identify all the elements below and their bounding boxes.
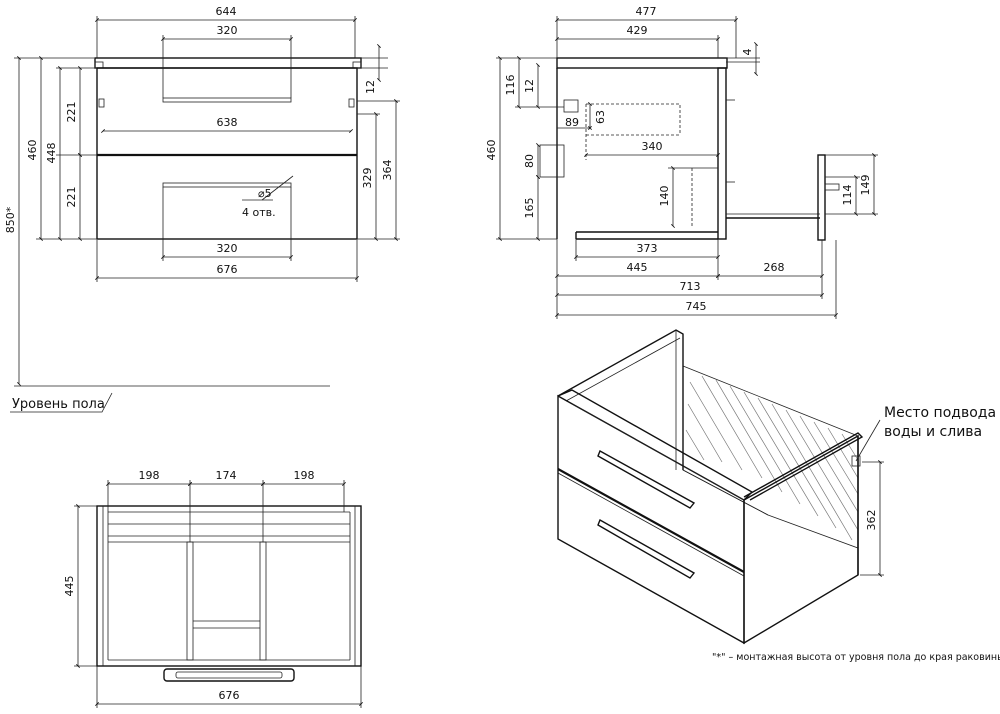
dim-top-676: 676 <box>219 689 240 702</box>
dim-side-460: 460 <box>485 140 498 161</box>
cabinet-front <box>96 67 358 240</box>
dim-side-149: 149 <box>859 175 872 196</box>
dim-front-460: 460 <box>26 140 39 161</box>
dim-top-198-left: 198 <box>139 469 160 482</box>
dim-front-320-top: 320 <box>217 24 238 37</box>
dim-side-12: 12 <box>523 79 536 93</box>
dim-iso-362: 362 <box>865 510 878 531</box>
handle-lower <box>162 182 292 188</box>
hole-count-label: 4 отв. <box>242 206 276 219</box>
dim-front-638: 638 <box>217 116 238 129</box>
dim-front-448: 448 <box>45 143 58 164</box>
side-view: 477 429 4 460 116 12 80 165 89 63 340 <box>485 5 878 319</box>
countertop-side <box>556 57 728 69</box>
dim-side-89: 89 <box>565 116 579 129</box>
dim-side-140: 140 <box>658 186 671 207</box>
handle-iso-upper <box>597 450 696 509</box>
dim-side-713: 713 <box>680 280 701 293</box>
dim-side-745: 745 <box>686 300 707 313</box>
dim-side-373: 373 <box>637 242 658 255</box>
dim-front-221-bottom: 221 <box>65 187 78 208</box>
dim-side-340: 340 <box>642 140 663 153</box>
dim-side-116: 116 <box>504 75 517 96</box>
drawer-front-side <box>717 67 727 240</box>
handle-iso-lower <box>597 518 696 579</box>
hole-diameter-label: ⌀5 <box>258 187 272 200</box>
callout-line2: воды и слива <box>884 424 982 440</box>
dim-front-221-top: 221 <box>65 102 78 123</box>
floor-level-label: Уровень пола <box>12 397 105 412</box>
dim-top-174: 174 <box>216 469 237 482</box>
callout-line1: Место подвода <box>884 405 996 421</box>
dim-side-114: 114 <box>841 185 854 206</box>
dim-side-4: 4 <box>741 49 754 56</box>
dim-side-63: 63 <box>594 110 607 124</box>
handle-top-view <box>163 668 295 682</box>
dim-front-320-bottom: 320 <box>217 242 238 255</box>
dim-side-165: 165 <box>523 198 536 219</box>
dim-front-329: 329 <box>361 168 374 189</box>
front-view: 644 320 638 320 676 850* 460 448 <box>4 5 400 413</box>
dim-side-445: 445 <box>627 261 648 274</box>
dim-front-364: 364 <box>381 160 394 181</box>
cabinet-top-outline <box>96 505 362 667</box>
footnote: "*" – монтажная высота от уровня пола до… <box>712 652 1000 663</box>
dim-side-268: 268 <box>764 261 785 274</box>
dim-side-429: 429 <box>627 24 648 37</box>
handle-upper <box>162 97 292 103</box>
dim-front-676: 676 <box>217 263 238 276</box>
dim-front-850: 850* <box>4 206 17 233</box>
dim-side-80: 80 <box>523 154 536 168</box>
countertop-front <box>94 57 362 69</box>
isometric-view: Место подвода воды и слива 362 "*" – мон… <box>557 329 1000 663</box>
dim-side-477: 477 <box>636 5 657 18</box>
dim-top-198-right: 198 <box>294 469 315 482</box>
dim-top-445: 445 <box>63 576 76 597</box>
dim-front-12: 12 <box>364 80 377 94</box>
dim-front-644: 644 <box>216 5 237 18</box>
top-view: 198 174 198 445 676 <box>63 469 363 708</box>
